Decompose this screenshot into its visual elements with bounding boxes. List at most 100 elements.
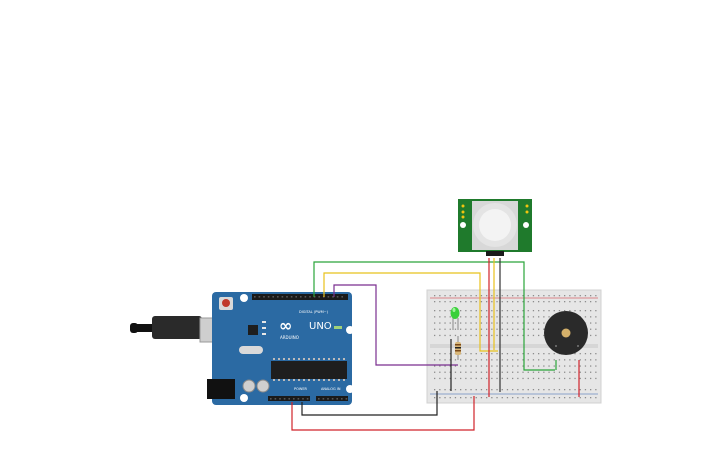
breadboard-hole	[460, 377, 462, 380]
breadboard-hole	[584, 301, 587, 303]
breadboard-hole	[538, 371, 540, 373]
breadboard-hole	[491, 353, 493, 355]
chip-leg	[273, 379, 275, 381]
breadboard-hole	[501, 397, 503, 399]
pir-sensor[interactable]	[458, 199, 532, 256]
wires	[291, 258, 580, 431]
breadboard-hole	[475, 353, 477, 355]
pin-hole	[327, 398, 329, 400]
breadboard-hole	[558, 377, 561, 380]
chip-leg	[323, 379, 325, 381]
pin-hole	[327, 296, 330, 298]
breadboard-hole	[569, 359, 571, 361]
chip-leg	[313, 379, 315, 381]
pir-pin-header[interactable]	[486, 251, 504, 256]
analog-header-label: ANALOG IN	[321, 387, 341, 391]
breadboard-hole	[460, 359, 462, 361]
breadboard-hole	[512, 397, 514, 399]
wire-purple[interactable]	[333, 284, 458, 366]
breadboard-hole	[506, 397, 509, 399]
pin-hole	[341, 296, 343, 298]
reset-button-cap[interactable]	[222, 299, 230, 307]
breadboard-hole	[538, 397, 540, 399]
breadboard-hole	[512, 310, 514, 312]
chip-leg	[323, 358, 325, 360]
breadboard-hole	[475, 328, 477, 330]
resistor-band	[455, 350, 461, 352]
pin-hole	[304, 296, 307, 298]
chip-leg	[343, 379, 345, 381]
breadboard-hole	[579, 301, 581, 303]
breadboard-hole	[564, 377, 566, 380]
breadboard-hole	[475, 365, 477, 367]
breadboard-hole	[517, 353, 519, 355]
piezo-buzzer[interactable]	[544, 311, 588, 355]
wire-yellow[interactable]	[323, 272, 498, 352]
breadboard-hole	[553, 371, 555, 373]
breadboard-hole	[465, 322, 467, 324]
breadboard-hole	[480, 322, 483, 324]
breadboard-hole	[480, 389, 483, 391]
onboard-led	[262, 321, 266, 323]
breadboard-hole	[444, 359, 446, 361]
breadboard-hole	[517, 389, 519, 391]
breadboard-hole	[527, 316, 529, 318]
breadboard-hole	[543, 365, 545, 367]
breadboard-hole	[470, 377, 472, 380]
breadboard-hole	[444, 365, 446, 367]
breadboard-hole	[475, 389, 477, 391]
breadboard-hole	[449, 328, 451, 330]
pin-hole	[309, 296, 311, 298]
breadboard-hole	[538, 295, 540, 297]
breadboard-hole	[496, 322, 498, 324]
breadboard-hole	[543, 397, 545, 399]
center-channel	[430, 344, 598, 348]
onboard-led	[262, 333, 266, 335]
power-jack[interactable]	[207, 379, 235, 399]
wire-red[interactable]	[291, 396, 475, 431]
breadboard-hole	[460, 295, 462, 297]
pir-dome-inner	[479, 209, 511, 241]
breadboard-hole	[491, 328, 493, 330]
breadboard-hole	[496, 389, 498, 391]
wire-green[interactable]	[313, 261, 555, 371]
breadboard-hole	[449, 397, 451, 399]
breadboard-hole	[506, 377, 509, 380]
breadboard-hole	[590, 301, 592, 303]
breadboard-hole	[449, 310, 451, 312]
breadboard-hole	[496, 377, 498, 380]
breadboard-hole	[496, 365, 498, 367]
breadboard-hole	[532, 328, 535, 330]
breadboard-hole	[434, 295, 436, 297]
breadboard-hole	[595, 334, 597, 337]
breadboard-hole	[564, 310, 566, 312]
pin-hole	[297, 398, 300, 400]
breadboard-hole	[454, 328, 457, 330]
breadboard-hole	[439, 328, 441, 330]
breadboard-hole	[579, 397, 581, 399]
breadboard-hole	[548, 371, 550, 373]
breadboard-hole	[439, 310, 441, 312]
breadboard-hole	[454, 322, 457, 324]
breadboard-hole	[512, 322, 514, 324]
breadboard-hole	[444, 322, 446, 324]
chip-leg	[293, 379, 295, 381]
breadboard-hole	[496, 397, 498, 399]
breadboard-hole	[538, 334, 540, 337]
breadboard-hole	[538, 328, 540, 330]
breadboard-hole	[512, 301, 514, 303]
led[interactable]	[450, 307, 460, 330]
breadboard-hole	[579, 310, 581, 312]
breadboard-hole	[522, 389, 524, 391]
pin-hole	[293, 398, 295, 400]
breadboard-hole	[548, 359, 550, 361]
breadboard-hole	[522, 322, 524, 324]
wire-black[interactable]	[301, 391, 438, 416]
breadboard-hole	[527, 310, 529, 312]
arduino-uno-board[interactable]: ∞ UNO ARDUINO DIGITAL (PWM~) POWER ANALO…	[207, 292, 354, 405]
breadboard-hole	[522, 359, 524, 361]
resistor[interactable]	[455, 336, 461, 360]
breadboard-hole	[553, 295, 555, 297]
breadboard-hole	[460, 334, 462, 337]
breadboard-hole	[595, 353, 597, 355]
